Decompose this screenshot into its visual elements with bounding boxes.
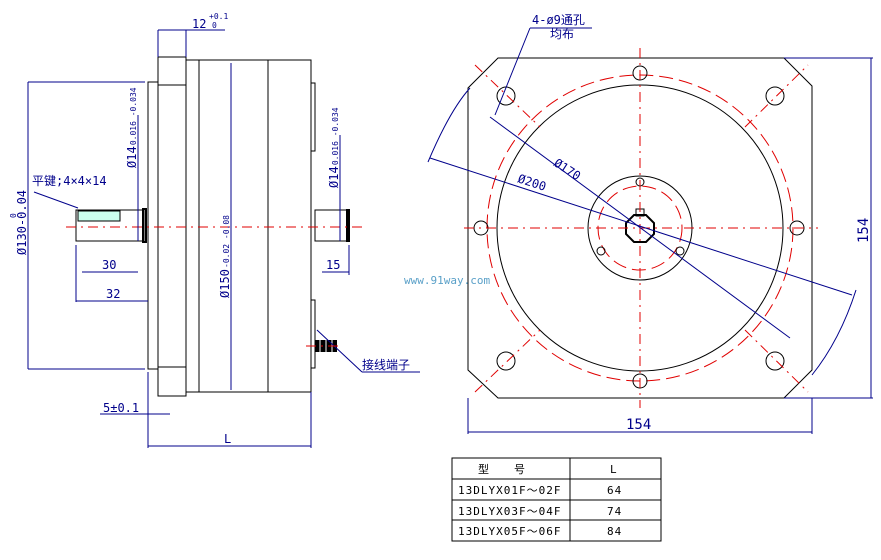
rear-shaft [314, 209, 348, 242]
terminal-label: 接线端子 [362, 357, 410, 372]
dim-12-tol-lower: 0 [212, 21, 217, 30]
pilot-plate [147, 81, 159, 370]
dim-rear-shaft-tol: -0.016 -0.034 [331, 107, 340, 170]
dim-body-dia: Ø150 [218, 269, 232, 298]
key-label: 平键;4×4×14 [32, 174, 107, 188]
table-cell-L: 84 [607, 525, 622, 538]
table-header-model: 型 号 [478, 462, 526, 476]
dim-height: 154 [856, 218, 872, 243]
table-cell-L: 74 [607, 505, 622, 518]
dim-12: 12 [192, 17, 206, 31]
dim-dia-170: Ø170 [551, 156, 583, 183]
table-header-L: L [610, 463, 618, 476]
holes-label-2: 均布 [550, 27, 574, 41]
dim-body-dia-tol: -0.02 -0.08 [222, 215, 231, 268]
dim-front-shaft: Ø14 [125, 146, 139, 168]
dim-width: 154 [626, 417, 651, 433]
dim-12-tol-upper: +0.1 [209, 12, 228, 21]
table-row: 13DLYX03F～04F 74 [458, 505, 622, 518]
model-table: 型 号 L 13DLYX01F～02F 64 13DLYX03F～04F 74 … [451, 457, 662, 542]
front-view: 4-ø9通孔 均布 Ø170 Ø200 154 154 [427, 13, 873, 434]
dim-L: L [224, 432, 231, 446]
table-row: 13DLYX01F～02F 64 [458, 484, 622, 497]
table-cell-model: 13DLYX03F～04F [458, 505, 561, 518]
side-view: 12 +0.1 0 Ø130-0.04 0 Ø14 -0.016 -0.034 … [9, 12, 420, 448]
watermark: www.91way.com [404, 274, 490, 287]
table-cell-L: 64 [607, 484, 622, 497]
dim-32: 32 [106, 287, 120, 301]
dim-dia-200: Ø200 [516, 172, 548, 194]
dim-front-shaft-tol: -0.016 -0.034 [129, 87, 138, 150]
dim-15: 15 [326, 258, 340, 272]
key [77, 210, 121, 222]
table-row: 13DLYX05F～06F 84 [458, 525, 622, 538]
dim-pilot-dia: Ø130-0.04 [15, 190, 29, 255]
dim-pilot-tol: 0 [9, 213, 18, 218]
table-cell-model: 13DLYX01F～02F [458, 484, 561, 497]
dim-5: 5±0.1 [103, 401, 139, 415]
dim-30: 30 [102, 258, 116, 272]
shaft-octagon [625, 214, 655, 243]
motor-body [185, 59, 312, 393]
holes-label: 4-ø9通孔 [532, 13, 585, 27]
table-cell-model: 13DLYX05F～06F [458, 525, 561, 538]
dim-rear-shaft: Ø14 [327, 166, 341, 188]
